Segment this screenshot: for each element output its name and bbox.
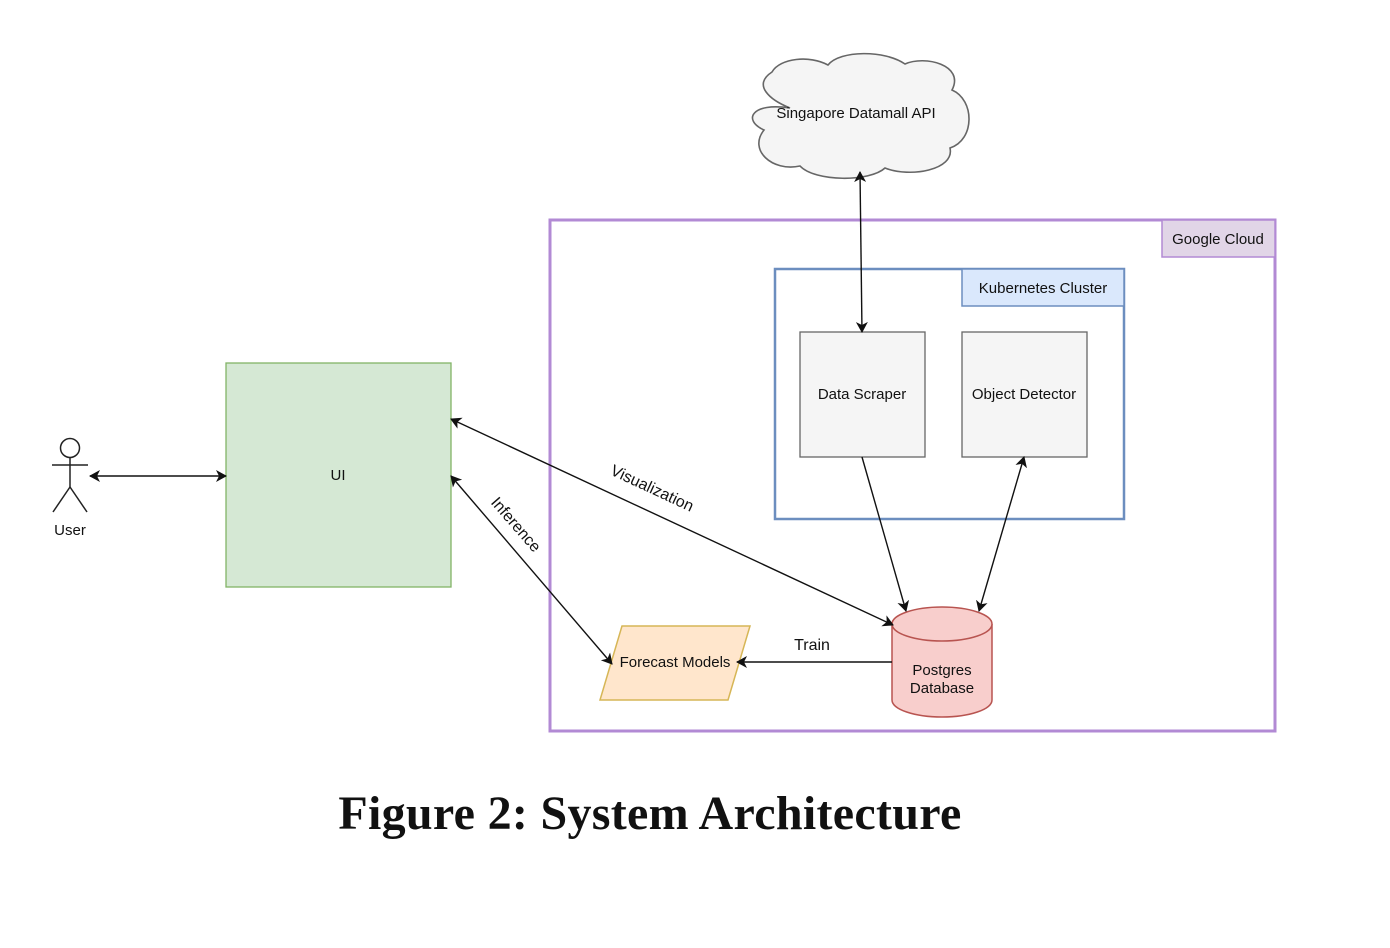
ui-label: UI <box>331 467 346 484</box>
data-scraper-node: Data Scraper <box>799 331 926 458</box>
edge-ui-forecast-inference <box>450 475 613 665</box>
user-label: User <box>54 522 86 539</box>
user-actor: User <box>52 437 88 539</box>
forecast-models-label: Forecast Models <box>620 654 731 671</box>
cloud-shape <box>751 52 970 180</box>
cloud-label: Singapore Datamall API <box>776 105 935 122</box>
forecast-models-node: Forecast Models <box>598 625 752 701</box>
ui-node: UI <box>225 362 452 588</box>
user-left-leg <box>52 486 71 513</box>
database-body <box>891 624 993 718</box>
ui-box <box>225 362 452 588</box>
user-head <box>59 437 81 459</box>
object-detector-label: Object Detector <box>972 386 1076 403</box>
database-top <box>891 606 993 642</box>
connectors <box>89 171 1027 668</box>
edge-scraper-database <box>861 456 910 612</box>
visualization-edge-label: Visualization <box>608 462 696 515</box>
edge-api-scraper <box>854 171 868 333</box>
google-cloud-label: Google Cloud <box>1172 231 1264 248</box>
database-label-line2: Database <box>910 680 974 697</box>
train-edge-label: Train <box>794 637 830 654</box>
google-cloud-label-box <box>1161 219 1276 258</box>
database-label-line1: Postgres <box>912 662 971 679</box>
user-right-leg <box>69 486 88 513</box>
object-detector-box <box>961 331 1088 458</box>
postgres-database-node: Postgres Database <box>891 606 993 718</box>
edge-detector-database <box>976 456 1027 612</box>
data-scraper-label: Data Scraper <box>818 386 906 403</box>
kubernetes-cluster-label-box <box>961 268 1125 307</box>
singapore-datamall-api-cloud: Singapore Datamall API <box>751 52 970 180</box>
kubernetes-cluster-group: Kubernetes Cluster <box>773 267 1126 521</box>
inference-edge-label: Inference <box>487 494 544 556</box>
edge-ui-database-visualization <box>450 417 894 627</box>
object-detector-node: Object Detector <box>961 331 1088 458</box>
figure-caption: Figure 2: System Architecture <box>338 787 962 840</box>
kubernetes-cluster-boundary <box>773 267 1126 521</box>
kubernetes-cluster-label: Kubernetes Cluster <box>979 280 1107 297</box>
